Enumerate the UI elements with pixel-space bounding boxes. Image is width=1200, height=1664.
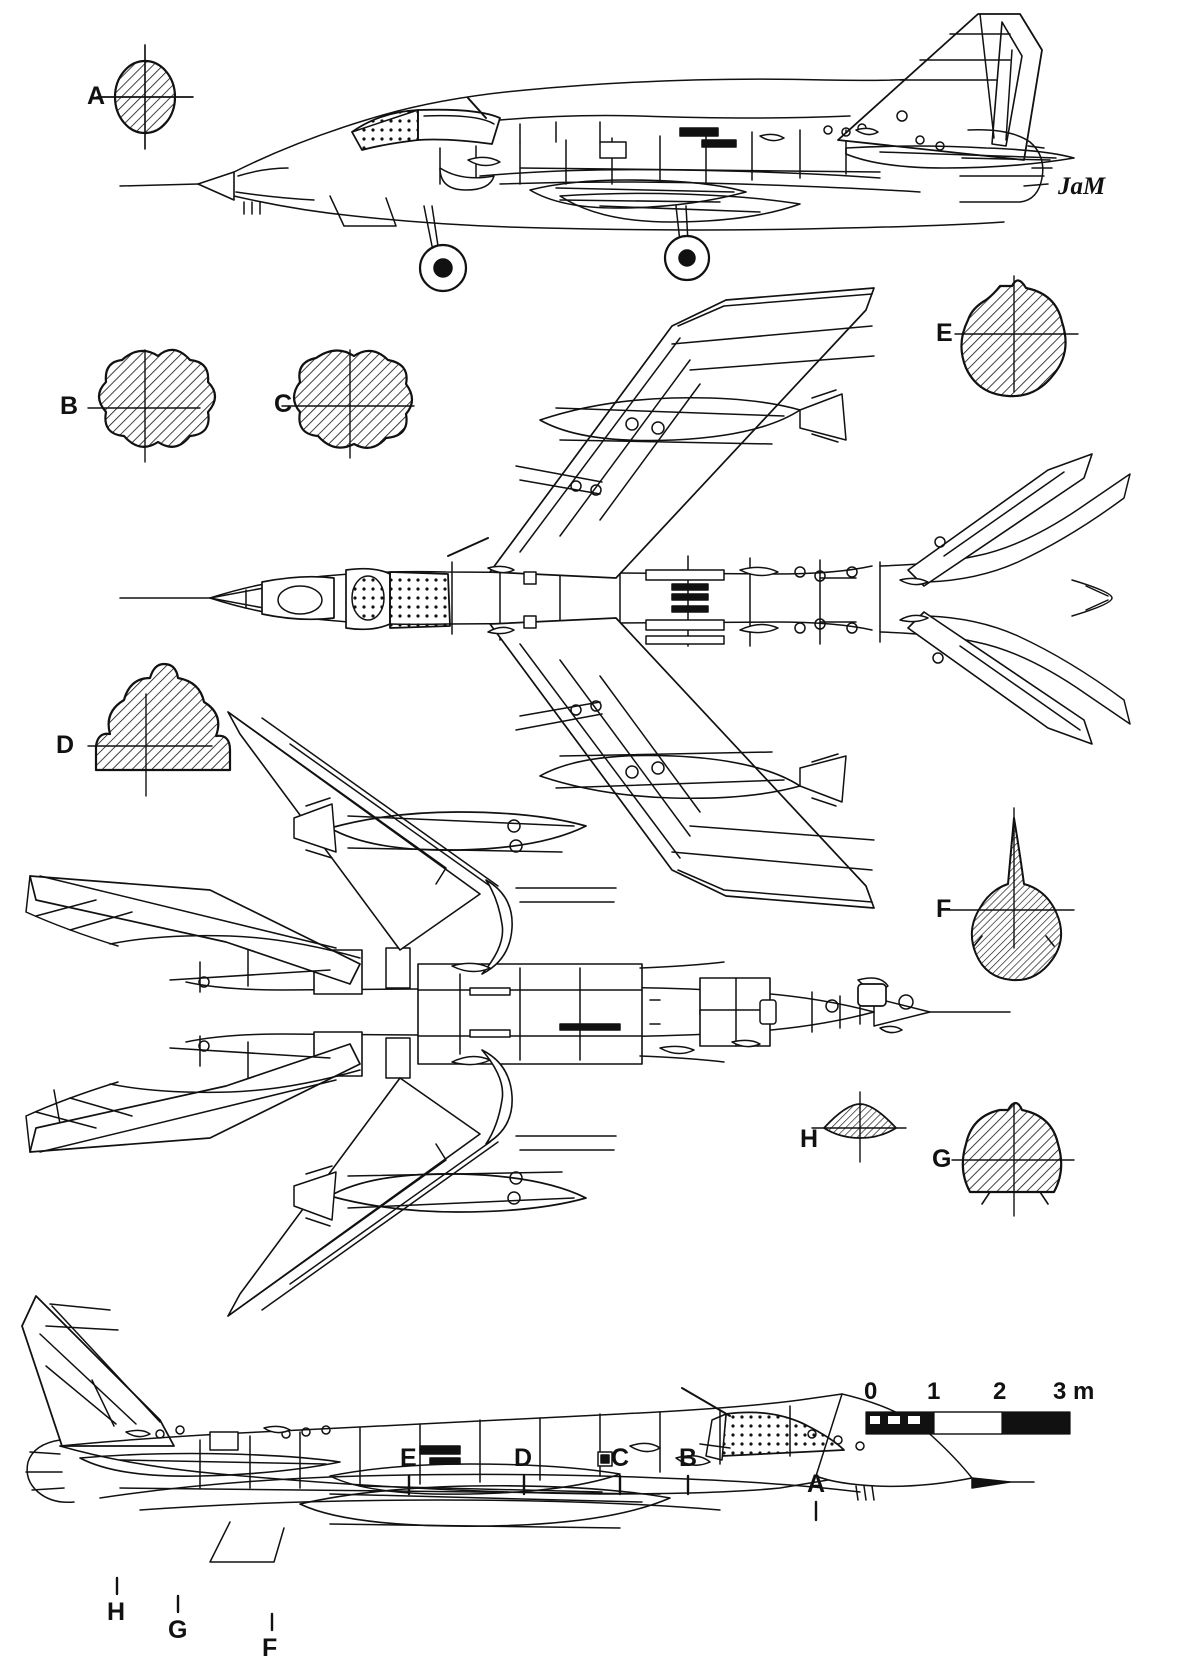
section-G-shape [951,1101,1075,1217]
callout-ticks [115,1474,818,1632]
section-label-F: F [936,895,952,923]
section-A-shape [96,44,194,150]
section-label-C: C [274,390,293,418]
callout-G: G [168,1616,188,1644]
callout-D: D [514,1444,533,1472]
view-plan-lower [25,711,1011,1317]
scale-tick-2: 2 [993,1378,1007,1405]
section-E-shape [954,275,1079,398]
section-B-shape [87,348,217,463]
scale-bar [865,1411,1071,1435]
callout-C: C [611,1444,630,1472]
artist-signature: JaM [1058,173,1106,200]
section-H-shape [811,1091,907,1163]
callout-H: H [107,1598,126,1626]
callout-F: F [262,1634,278,1662]
callout-A: A [807,1470,826,1498]
section-label-E: E [936,319,953,347]
section-label-B: B [60,392,79,420]
section-label-G: G [932,1145,952,1173]
section-F-shape [949,807,1075,982]
section-D-shape [87,662,232,797]
section-label-H: H [800,1125,819,1153]
callout-E: E [400,1444,417,1472]
view-plan-upper [119,287,1131,909]
scale-tick-0: 0 [864,1378,878,1405]
scale-tick-3: 3 m [1053,1378,1095,1405]
callout-B: B [679,1444,698,1472]
section-C-shape [281,349,415,459]
view-side-elevation-bottom [21,1295,1035,1563]
section-label-D: D [56,731,75,759]
scale-tick-1: 1 [927,1378,941,1405]
view-side-elevation-top [119,13,1075,293]
section-label-A: A [87,82,106,110]
